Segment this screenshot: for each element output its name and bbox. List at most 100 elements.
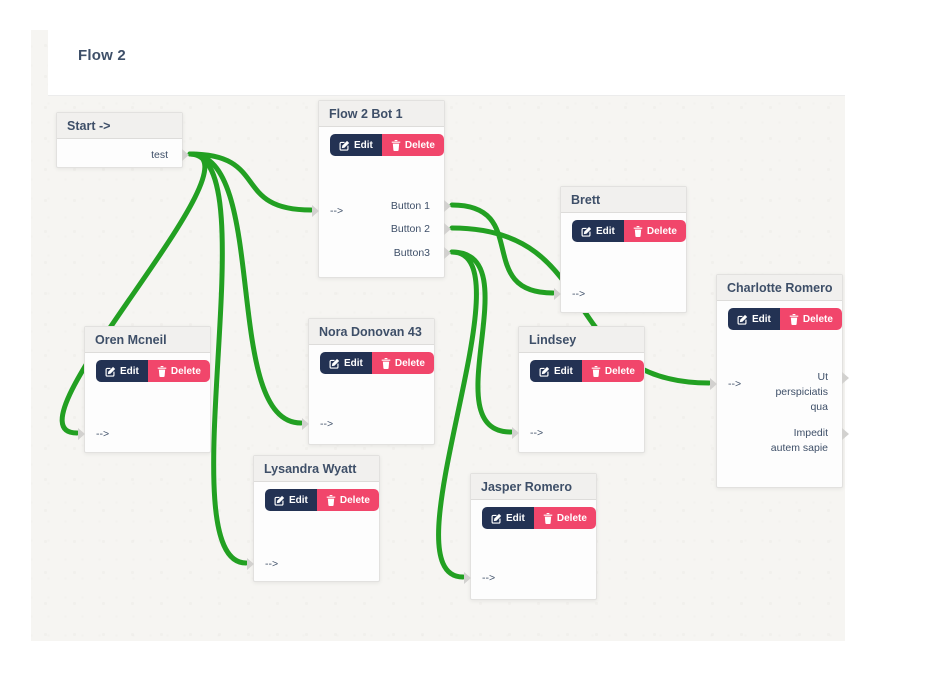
edit-button-label: Edit (554, 365, 573, 377)
node-header[interactable]: Lindsey (519, 327, 644, 353)
output-port-label: Button 2 (390, 223, 430, 235)
connection-bot1-out2-to-lindsey[interactable] (449, 249, 514, 435)
edit-button[interactable]: Edit (320, 352, 372, 374)
page-title: Flow 2 (78, 47, 126, 64)
output-port[interactable] (182, 149, 189, 161)
edit-button-label: Edit (752, 313, 771, 325)
node-title: Jasper Romero (481, 479, 573, 494)
input-port[interactable] (78, 428, 85, 440)
output-port-label: Button 1 (390, 200, 430, 212)
input-port[interactable] (312, 205, 319, 217)
output-port[interactable] (444, 223, 451, 235)
input-port-label: --> (482, 572, 496, 584)
delete-button[interactable]: Delete (381, 134, 444, 156)
node-actions: Edit Delete (96, 360, 210, 382)
node-header[interactable]: Charlotte Romero (717, 275, 842, 301)
output-port[interactable] (842, 428, 849, 440)
node-header[interactable]: Lysandra Wyatt (254, 456, 379, 482)
delete-button-label: Delete (339, 494, 370, 506)
edit-button[interactable]: Edit (330, 134, 382, 156)
edit-button-label: Edit (120, 365, 139, 377)
edit-button[interactable]: Edit (96, 360, 148, 382)
output-port-label: Ut perspiciatis qua (775, 371, 828, 413)
edit-button[interactable]: Edit (482, 507, 534, 529)
edit-pencil-icon (329, 358, 340, 369)
edit-pencil-icon (339, 140, 350, 151)
node-actions: Edit Delete (320, 352, 434, 374)
edit-button-label: Edit (506, 512, 525, 524)
delete-button[interactable]: Delete (581, 360, 644, 382)
node-title: Start -> (67, 118, 111, 133)
output-port-label: Impedit autem sapie (770, 427, 828, 454)
delete-button[interactable]: Delete (533, 507, 596, 529)
input-port[interactable] (512, 427, 519, 439)
trash-icon (326, 494, 336, 506)
node-header[interactable]: Jasper Romero (471, 474, 596, 500)
input-port[interactable] (554, 288, 561, 300)
delete-button-label: Delete (604, 365, 635, 377)
connection-bot1-out2-to-jasper[interactable] (436, 249, 479, 580)
edit-button-label: Edit (289, 494, 308, 506)
edit-button-label: Edit (596, 225, 615, 237)
edit-pencil-icon (491, 513, 502, 524)
delete-button-label: Delete (394, 357, 425, 369)
node-actions: Edit Delete (265, 489, 379, 511)
edit-pencil-icon (581, 226, 592, 237)
delete-button[interactable]: Delete (371, 352, 434, 374)
node-title: Brett (571, 192, 601, 207)
flow-node-start[interactable]: Start ->test (56, 112, 189, 168)
node-header[interactable]: Nora Donovan 43 (309, 319, 434, 345)
output-port[interactable] (444, 247, 451, 259)
connection-start-out0-to-lysandra[interactable] (187, 151, 249, 566)
input-port[interactable] (247, 558, 254, 570)
input-port[interactable] (710, 378, 717, 390)
node-actions: Edit Delete (530, 360, 644, 382)
delete-button[interactable]: Delete (147, 360, 210, 382)
delete-button[interactable]: Delete (779, 308, 842, 330)
output-port-label: Button3 (393, 247, 430, 259)
edit-button[interactable]: Edit (265, 489, 317, 511)
edit-button[interactable]: Edit (728, 308, 780, 330)
edit-button-label: Edit (354, 139, 373, 151)
input-port-label: --> (572, 288, 586, 300)
input-port[interactable] (302, 418, 309, 430)
node-actions: Edit Delete (728, 308, 842, 330)
node-header[interactable]: Flow 2 Bot 1 (319, 101, 444, 127)
connection-start-out0-to-oren[interactable] (59, 151, 208, 436)
connection-start-out0-to-nora[interactable] (187, 151, 304, 426)
trash-icon (391, 139, 401, 151)
input-port-label: --> (728, 378, 742, 390)
delete-button[interactable]: Delete (623, 220, 686, 242)
input-port-label: --> (265, 558, 279, 570)
node-header[interactable]: Brett (561, 187, 686, 213)
connection-start-out0-to-bot1[interactable] (187, 151, 314, 213)
output-port[interactable] (842, 372, 849, 384)
node-header[interactable]: Start -> (57, 113, 182, 139)
trash-icon (543, 512, 553, 524)
node-actions: Edit Delete (572, 220, 686, 242)
connection-bot1-out0-to-brett[interactable] (449, 202, 556, 296)
input-port-label: --> (530, 427, 544, 439)
node-title: Lindsey (529, 332, 577, 347)
node-header[interactable]: Oren Mcneil (85, 327, 210, 353)
output-port[interactable] (444, 200, 451, 212)
node-title: Flow 2 Bot 1 (329, 106, 403, 121)
delete-button-label: Delete (404, 139, 435, 151)
delete-button-label: Delete (170, 365, 201, 377)
input-port[interactable] (464, 572, 471, 584)
edit-button[interactable]: Edit (572, 220, 624, 242)
trash-icon (633, 225, 643, 237)
input-port-label: --> (96, 428, 110, 440)
delete-button[interactable]: Delete (316, 489, 379, 511)
edit-button[interactable]: Edit (530, 360, 582, 382)
